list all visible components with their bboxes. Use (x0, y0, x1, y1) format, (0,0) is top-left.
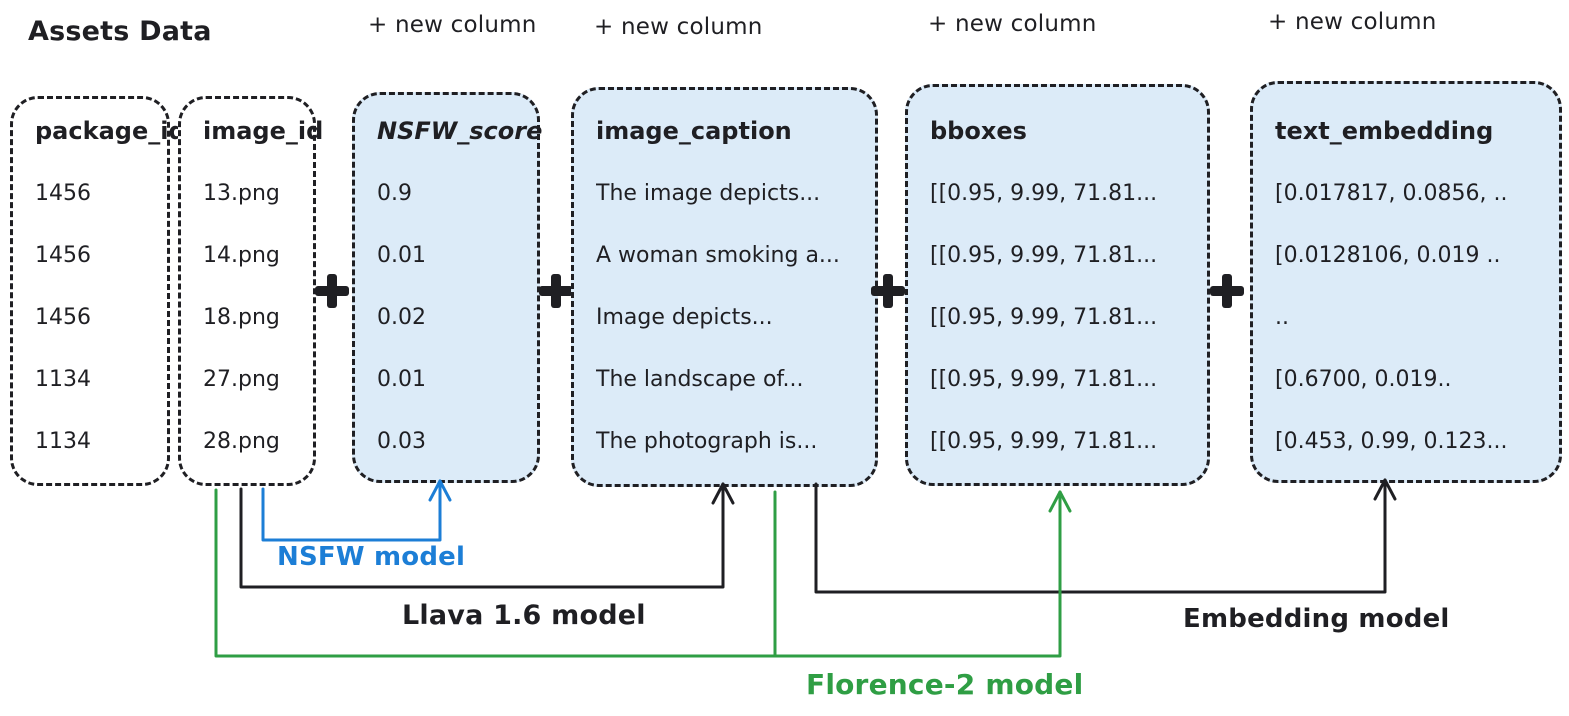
table-cell: 1134 (35, 429, 91, 454)
column-header: package_id (35, 117, 186, 145)
embedding-model-arrow (814, 478, 1397, 594)
column-box-image-id: image_id 13.png 14.png 18.png 27.png 28.… (178, 96, 324, 486)
table-cell: [0.017817, 0.0856, .. (1275, 181, 1508, 206)
column-box-text-embedding: text_embedding [0.017817, 0.0856, .. [0.… (1250, 81, 1562, 483)
plus-icon (539, 274, 573, 308)
table-cell: .. (1275, 305, 1289, 330)
table-cell: A woman smoking a... (596, 243, 840, 268)
table-cell: 0.01 (377, 243, 426, 268)
table-cell: 0.01 (377, 367, 426, 392)
column-header: image_caption (596, 117, 792, 145)
table-cell: 1456 (35, 181, 91, 206)
column-header: bboxes (930, 117, 1027, 145)
llava-model-label: Llava 1.6 model (402, 600, 646, 631)
table-cell: 1456 (35, 305, 91, 330)
table-cell: [[0.95, 9.99, 71.81... (930, 429, 1158, 454)
plus-icon (871, 274, 905, 308)
table-cell: 0.02 (377, 305, 426, 330)
table-cell: 13.png (203, 181, 280, 206)
table-cell: 28.png (203, 429, 280, 454)
table-cell: [0.453, 0.99, 0.123... (1275, 429, 1508, 454)
column-header: image_id (203, 117, 324, 145)
table-cell: Image depicts... (596, 305, 773, 330)
table-cell: [0.6700, 0.019.. (1275, 367, 1452, 392)
embedding-model-label: Embedding model (1183, 604, 1450, 634)
table-cell: [[0.95, 9.99, 71.81... (930, 181, 1158, 206)
florence-model-label: Florence-2 model (806, 668, 1084, 701)
nsfw-model-arrow (261, 479, 452, 542)
column-header: text_embedding (1275, 117, 1494, 145)
table-cell: [[0.95, 9.99, 71.81... (930, 305, 1158, 330)
table-cell: [[0.95, 9.99, 71.81... (930, 243, 1158, 268)
table-cell: [0.0128106, 0.019 .. (1275, 243, 1501, 268)
table-cell: 0.9 (377, 181, 412, 206)
new-column-label-bboxes: + new column (928, 11, 1097, 37)
column-box-nsfw-score: NSFW_score 0.9 0.01 0.02 0.01 0.03 (352, 92, 543, 483)
table-cell: The image depicts... (596, 181, 821, 206)
column-box-image-caption: image_caption The image depicts... A wom… (571, 87, 878, 487)
table-cell: [[0.95, 9.99, 71.81... (930, 367, 1158, 392)
new-column-label-caption: + new column (594, 14, 763, 40)
diagram-title: Assets Data (28, 16, 212, 47)
column-header: NSFW_score (377, 117, 543, 145)
new-column-label-embedding: + new column (1268, 9, 1437, 35)
table-cell: 1456 (35, 243, 91, 268)
new-column-label-nsfw: + new column (368, 12, 537, 38)
column-box-package-id: package_id 1456 1456 1456 1134 1134 (10, 96, 186, 486)
table-cell: 14.png (203, 243, 280, 268)
table-cell: 0.03 (377, 429, 426, 454)
table-cell: The landscape of... (596, 367, 804, 392)
table-cell: 18.png (203, 305, 280, 330)
table-cell: 27.png (203, 367, 280, 392)
plus-icon (1210, 274, 1244, 308)
nsfw-model-label: NSFW model (277, 542, 466, 572)
column-box-bboxes: bboxes [[0.95, 9.99, 71.81... [[0.95, 9.… (905, 84, 1210, 486)
table-cell: The photograph is... (596, 429, 818, 454)
florence-model-arrow (214, 488, 1072, 658)
table-cell: 1134 (35, 367, 91, 392)
plus-icon (315, 274, 349, 308)
